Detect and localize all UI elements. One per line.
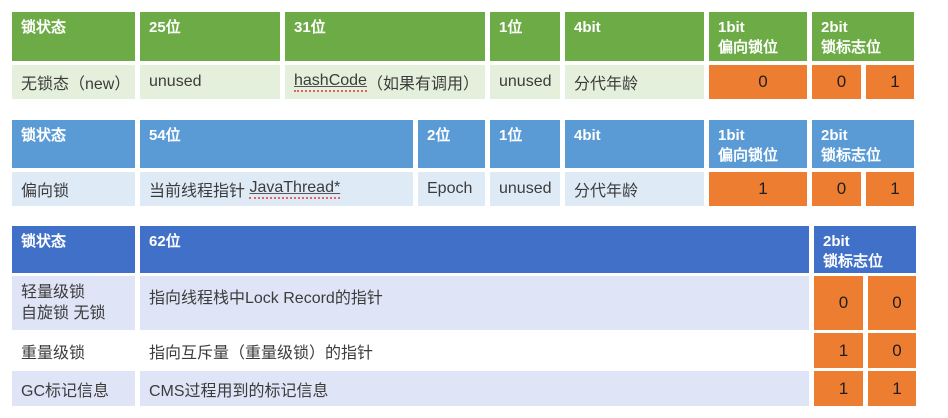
other-lock-states-table: 锁状态 62位 2bit 锁标志位 轻量级锁 自旋锁 无锁 指向线程栈中Lock…	[12, 226, 916, 406]
header-cell-4bit: 4bit	[565, 120, 704, 168]
javathread-token: JavaThread*	[249, 179, 341, 199]
header-line: 锁标志位	[821, 147, 882, 164]
header-cell-4bit: 4bit	[565, 12, 704, 61]
no-lock-state-table: 锁状态 25位 31位 1位 4bit 1bit 偏向锁位 2bit 锁标志位 …	[12, 12, 914, 99]
header-line: 锁标志位	[823, 253, 884, 270]
header-cell-lock-flag-bits: 2bit 锁标志位	[812, 120, 914, 168]
cell-flag-bit-a: 0	[812, 172, 861, 206]
cell-flag-bit-a: 0	[814, 276, 863, 330]
cell-flag-bit-a: 1	[814, 333, 863, 368]
header-cell-54bits: 54位	[140, 120, 413, 168]
cell-gen-age: 分代年龄	[565, 172, 704, 206]
cell-unused-1: unused	[490, 65, 560, 99]
header-line: 2bit	[821, 127, 848, 144]
header-cell-lock-flag-bits: 2bit 锁标志位	[812, 12, 914, 61]
state-line: 自旋锁 无锁	[21, 305, 106, 322]
header-line: 锁标志位	[821, 39, 882, 56]
hashcode-token: hashCode	[294, 72, 367, 92]
cell-flag-bit-b: 0	[868, 333, 916, 368]
cell-heavyweight-lock-state: 重量级锁	[12, 333, 135, 368]
header-cell-25bits: 25位	[140, 12, 280, 61]
header-cell-lock-state: 锁状态	[12, 120, 135, 168]
cell-heavyweight-lock-desc: 指向互斥量（重量级锁）的指针	[140, 333, 809, 368]
cell-flag-bit-b: 1	[868, 371, 916, 406]
cell-lock-state: 无锁态（new）	[12, 65, 135, 99]
header-line: 偏向锁位	[718, 39, 779, 56]
header-line: 1bit	[718, 19, 745, 36]
cell-lightweight-lock-state: 轻量级锁 自旋锁 无锁	[12, 276, 135, 330]
header-cell-31bits: 31位	[285, 12, 485, 61]
hashcode-note: （如果有调用）	[366, 76, 479, 93]
header-cell-lock-state: 锁状态	[12, 226, 135, 273]
header-cell-lock-state: 锁状态	[12, 12, 135, 61]
cell-epoch: Epoch	[418, 172, 485, 206]
thread-pointer-text: 当前线程指针	[149, 183, 246, 200]
cell-thread-pointer: 当前线程指针 JavaThread*	[140, 172, 413, 206]
cell-gc-mark-desc: CMS过程用到的标记信息	[140, 371, 809, 406]
cell-bias-bit: 0	[709, 65, 807, 99]
header-cell-bias-lock-bit: 1bit 偏向锁位	[709, 120, 807, 168]
header-cell-lock-flag-bits: 2bit 锁标志位	[814, 226, 916, 273]
cell-gc-mark-state: GC标记信息	[12, 371, 135, 406]
cell-lightweight-lock-desc: 指向线程栈中Lock Record的指针	[140, 276, 809, 330]
cell-lock-state: 偏向锁	[12, 172, 135, 206]
header-line: 2bit	[821, 19, 848, 36]
header-cell-1bit: 1位	[490, 12, 560, 61]
header-cell-2bits: 2位	[418, 120, 485, 168]
header-line: 偏向锁位	[718, 147, 779, 164]
header-cell-bias-lock-bit: 1bit 偏向锁位	[709, 12, 807, 61]
cell-flag-bit-b: 1	[866, 172, 914, 206]
state-line: 轻量级锁	[21, 284, 86, 301]
header-line: 1bit	[718, 127, 745, 144]
cell-flag-bit-b: 0	[868, 276, 916, 330]
biased-lock-table: 锁状态 54位 2位 1位 4bit 1bit 偏向锁位 2bit 锁标志位 偏…	[12, 120, 914, 206]
header-cell-62bits: 62位	[140, 226, 809, 273]
cell-hashcode: hashCode（如果有调用）	[285, 65, 485, 99]
cell-unused-25: unused	[140, 65, 280, 99]
cell-gen-age: 分代年龄	[565, 65, 704, 99]
cell-unused-1: unused	[490, 172, 560, 206]
cell-flag-bit-a: 1	[814, 371, 863, 406]
cell-flag-bit-b: 1	[866, 65, 914, 99]
header-line: 2bit	[823, 233, 850, 250]
cell-flag-bit-a: 0	[812, 65, 861, 99]
header-cell-1bit: 1位	[490, 120, 560, 168]
cell-bias-bit: 1	[709, 172, 807, 206]
